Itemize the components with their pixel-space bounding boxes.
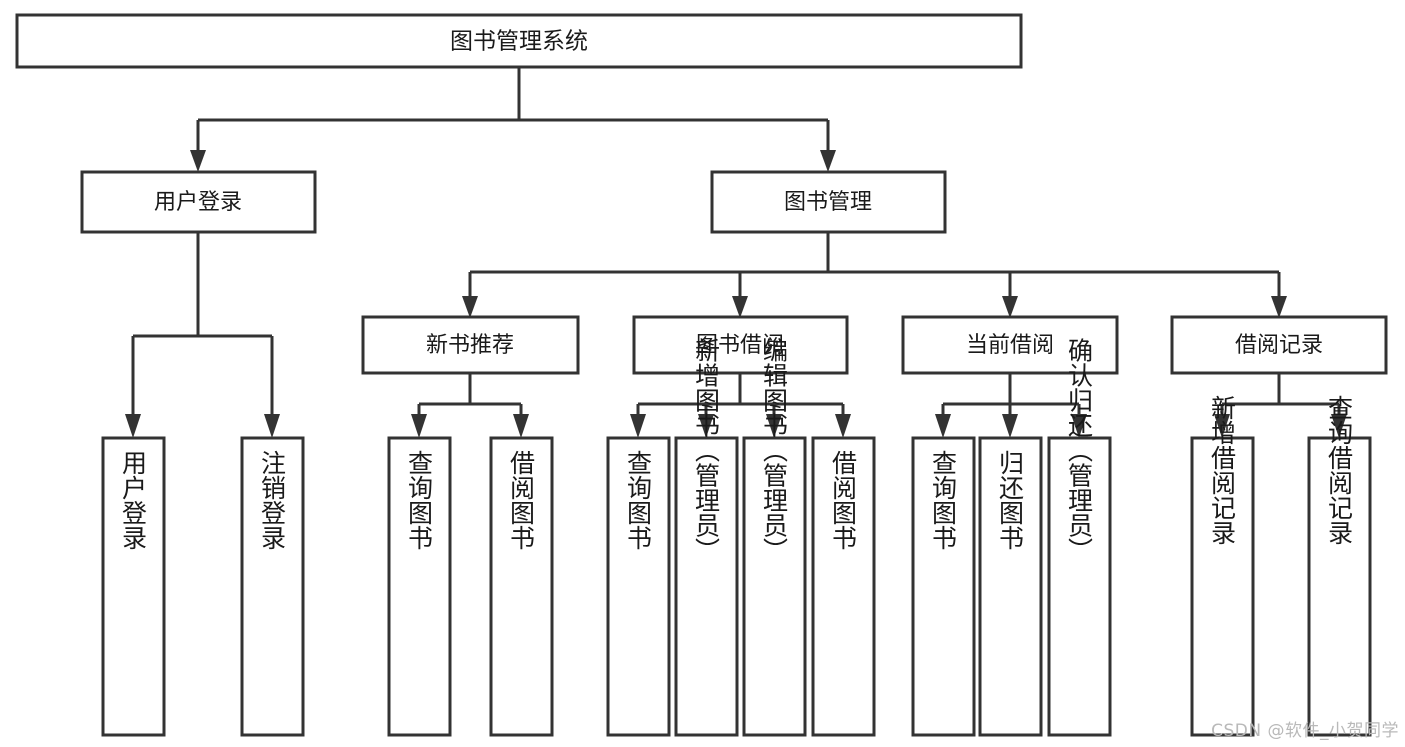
leaf-edit-book[interactable]: 编辑图书（管理员）	[742, 338, 807, 737]
leaf-borrow-book-2[interactable]: 借阅图书	[811, 436, 876, 737]
leaf-return-book-box[interactable]	[978, 436, 1043, 737]
node-borrow-record-label: 借阅记录	[1235, 333, 1323, 358]
leaf-query-record-label: 查询借阅记录	[1325, 395, 1354, 545]
node-user-login-label: 用户登录	[154, 190, 242, 215]
leaf-confirm-return-label: 确认归还（管理员）	[1065, 338, 1094, 563]
node-book-borrow[interactable]: 图书借阅	[632, 315, 849, 375]
leaf-query-record-box[interactable]	[1307, 436, 1372, 737]
node-root[interactable]: 图书管理系统	[15, 13, 1023, 69]
leaf-query-book-2[interactable]: 查询图书	[606, 436, 671, 737]
leaf-confirm-return[interactable]: 确认归还（管理员）	[1047, 338, 1112, 737]
leaf-return-book-label: 归还图书	[996, 450, 1025, 550]
node-new-book-recommend[interactable]: 新书推荐	[361, 315, 580, 375]
connector-root-to-level1	[190, 67, 836, 172]
leaf-query-book-3-box[interactable]	[911, 436, 976, 737]
connector-new-book-recommend-to-leaves	[411, 374, 529, 438]
leaf-query-book-3-label: 查询图书	[929, 450, 958, 550]
leaf-borrow-book-1-box[interactable]	[489, 436, 554, 737]
leaf-add-book-label: 新增图书（管理员）	[692, 338, 721, 563]
node-current-borrow[interactable]: 当前借阅	[901, 315, 1119, 375]
connector-borrow-record-to-leaves	[1214, 374, 1347, 438]
leaf-add-record-label: 新增借阅记录	[1208, 395, 1237, 545]
node-root-label: 图书管理系统	[450, 29, 588, 55]
leaf-logout-login-label: 注销登录	[258, 450, 287, 550]
leaf-add-record[interactable]: 新增借阅记录	[1190, 395, 1255, 737]
node-borrow-record-box[interactable]	[1170, 315, 1388, 375]
leaf-logout-login[interactable]: 注销登录	[240, 436, 305, 737]
leaf-borrow-book-2-box[interactable]	[811, 436, 876, 737]
leaf-query-book-2-box[interactable]	[606, 436, 671, 737]
leaf-return-book[interactable]: 归还图书	[978, 436, 1043, 737]
leaf-add-book[interactable]: 新增图书（管理员）	[674, 338, 739, 737]
node-book-borrow-label: 图书借阅	[696, 333, 784, 358]
node-current-borrow-box[interactable]	[901, 315, 1119, 375]
node-book-manage[interactable]: 图书管理	[710, 170, 947, 234]
leaf-borrow-book-1[interactable]: 借阅图书	[489, 436, 554, 737]
node-new-book-recommend-box[interactable]	[361, 315, 580, 375]
leaf-user-login[interactable]: 用户登录	[101, 436, 166, 737]
leaf-query-book-1-label: 查询图书	[405, 450, 434, 550]
leaf-query-book-3[interactable]: 查询图书	[911, 436, 976, 737]
node-borrow-record[interactable]: 借阅记录	[1170, 315, 1388, 375]
node-book-manage-box[interactable]	[710, 170, 947, 234]
connector-book-borrow-to-leaves	[630, 374, 851, 438]
connector-current-borrow-to-leaves	[935, 374, 1087, 438]
node-book-borrow-box[interactable]	[632, 315, 849, 375]
node-user-login[interactable]: 用户登录	[80, 170, 317, 234]
leaf-query-book-1[interactable]: 查询图书	[387, 436, 452, 737]
leaf-edit-book-label: 编辑图书（管理员）	[760, 338, 789, 563]
leaf-user-login-box[interactable]	[101, 436, 166, 737]
leaf-query-book-2-label: 查询图书	[624, 450, 653, 550]
leaf-borrow-book-1-label: 借阅图书	[507, 450, 536, 550]
leaf-edit-book-box[interactable]	[742, 436, 807, 737]
leaf-confirm-return-box[interactable]	[1047, 436, 1112, 737]
leaf-logout-login-box[interactable]	[240, 436, 305, 737]
node-user-login-box[interactable]	[80, 170, 317, 234]
node-current-borrow-label: 当前借阅	[966, 333, 1054, 358]
leaf-user-login-label: 用户登录	[119, 450, 148, 550]
leaf-add-record-box[interactable]	[1190, 436, 1255, 737]
leaf-add-book-box[interactable]	[674, 436, 739, 737]
connector-book-manage-to-level2	[462, 232, 1287, 318]
leaf-query-book-1-box[interactable]	[387, 436, 452, 737]
leaf-query-record[interactable]: 查询借阅记录	[1307, 395, 1372, 737]
node-book-manage-label: 图书管理	[784, 190, 872, 215]
node-root-box[interactable]	[15, 13, 1023, 69]
leaf-borrow-book-2-label: 借阅图书	[829, 450, 858, 550]
connector-user-login-to-leaves	[125, 232, 280, 438]
node-new-book-recommend-label: 新书推荐	[426, 333, 514, 358]
